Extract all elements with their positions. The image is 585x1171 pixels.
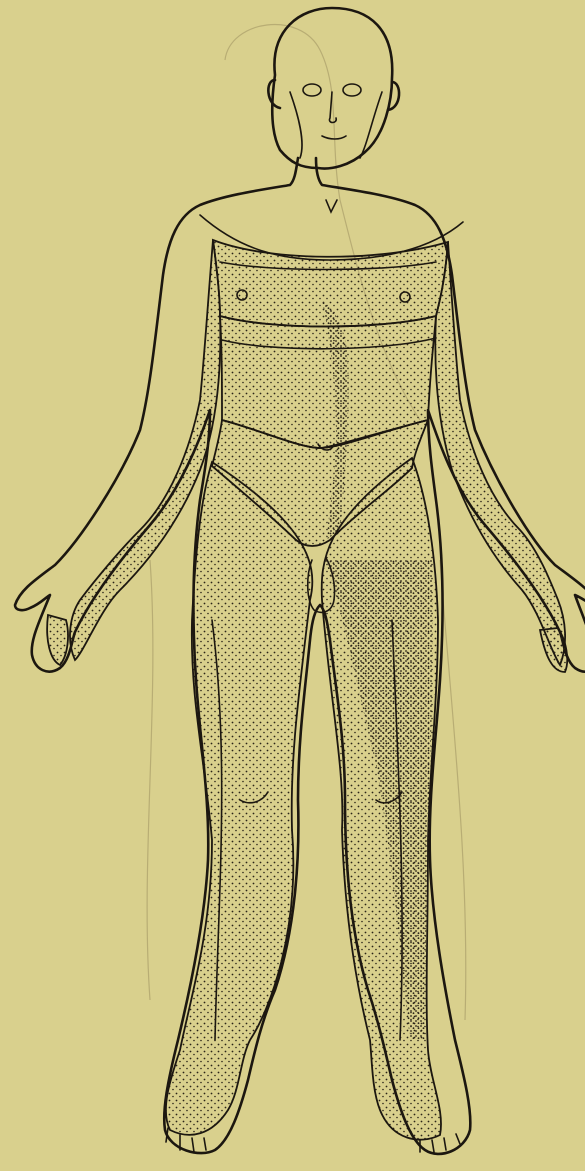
dermatome-figure [0,0,585,1171]
